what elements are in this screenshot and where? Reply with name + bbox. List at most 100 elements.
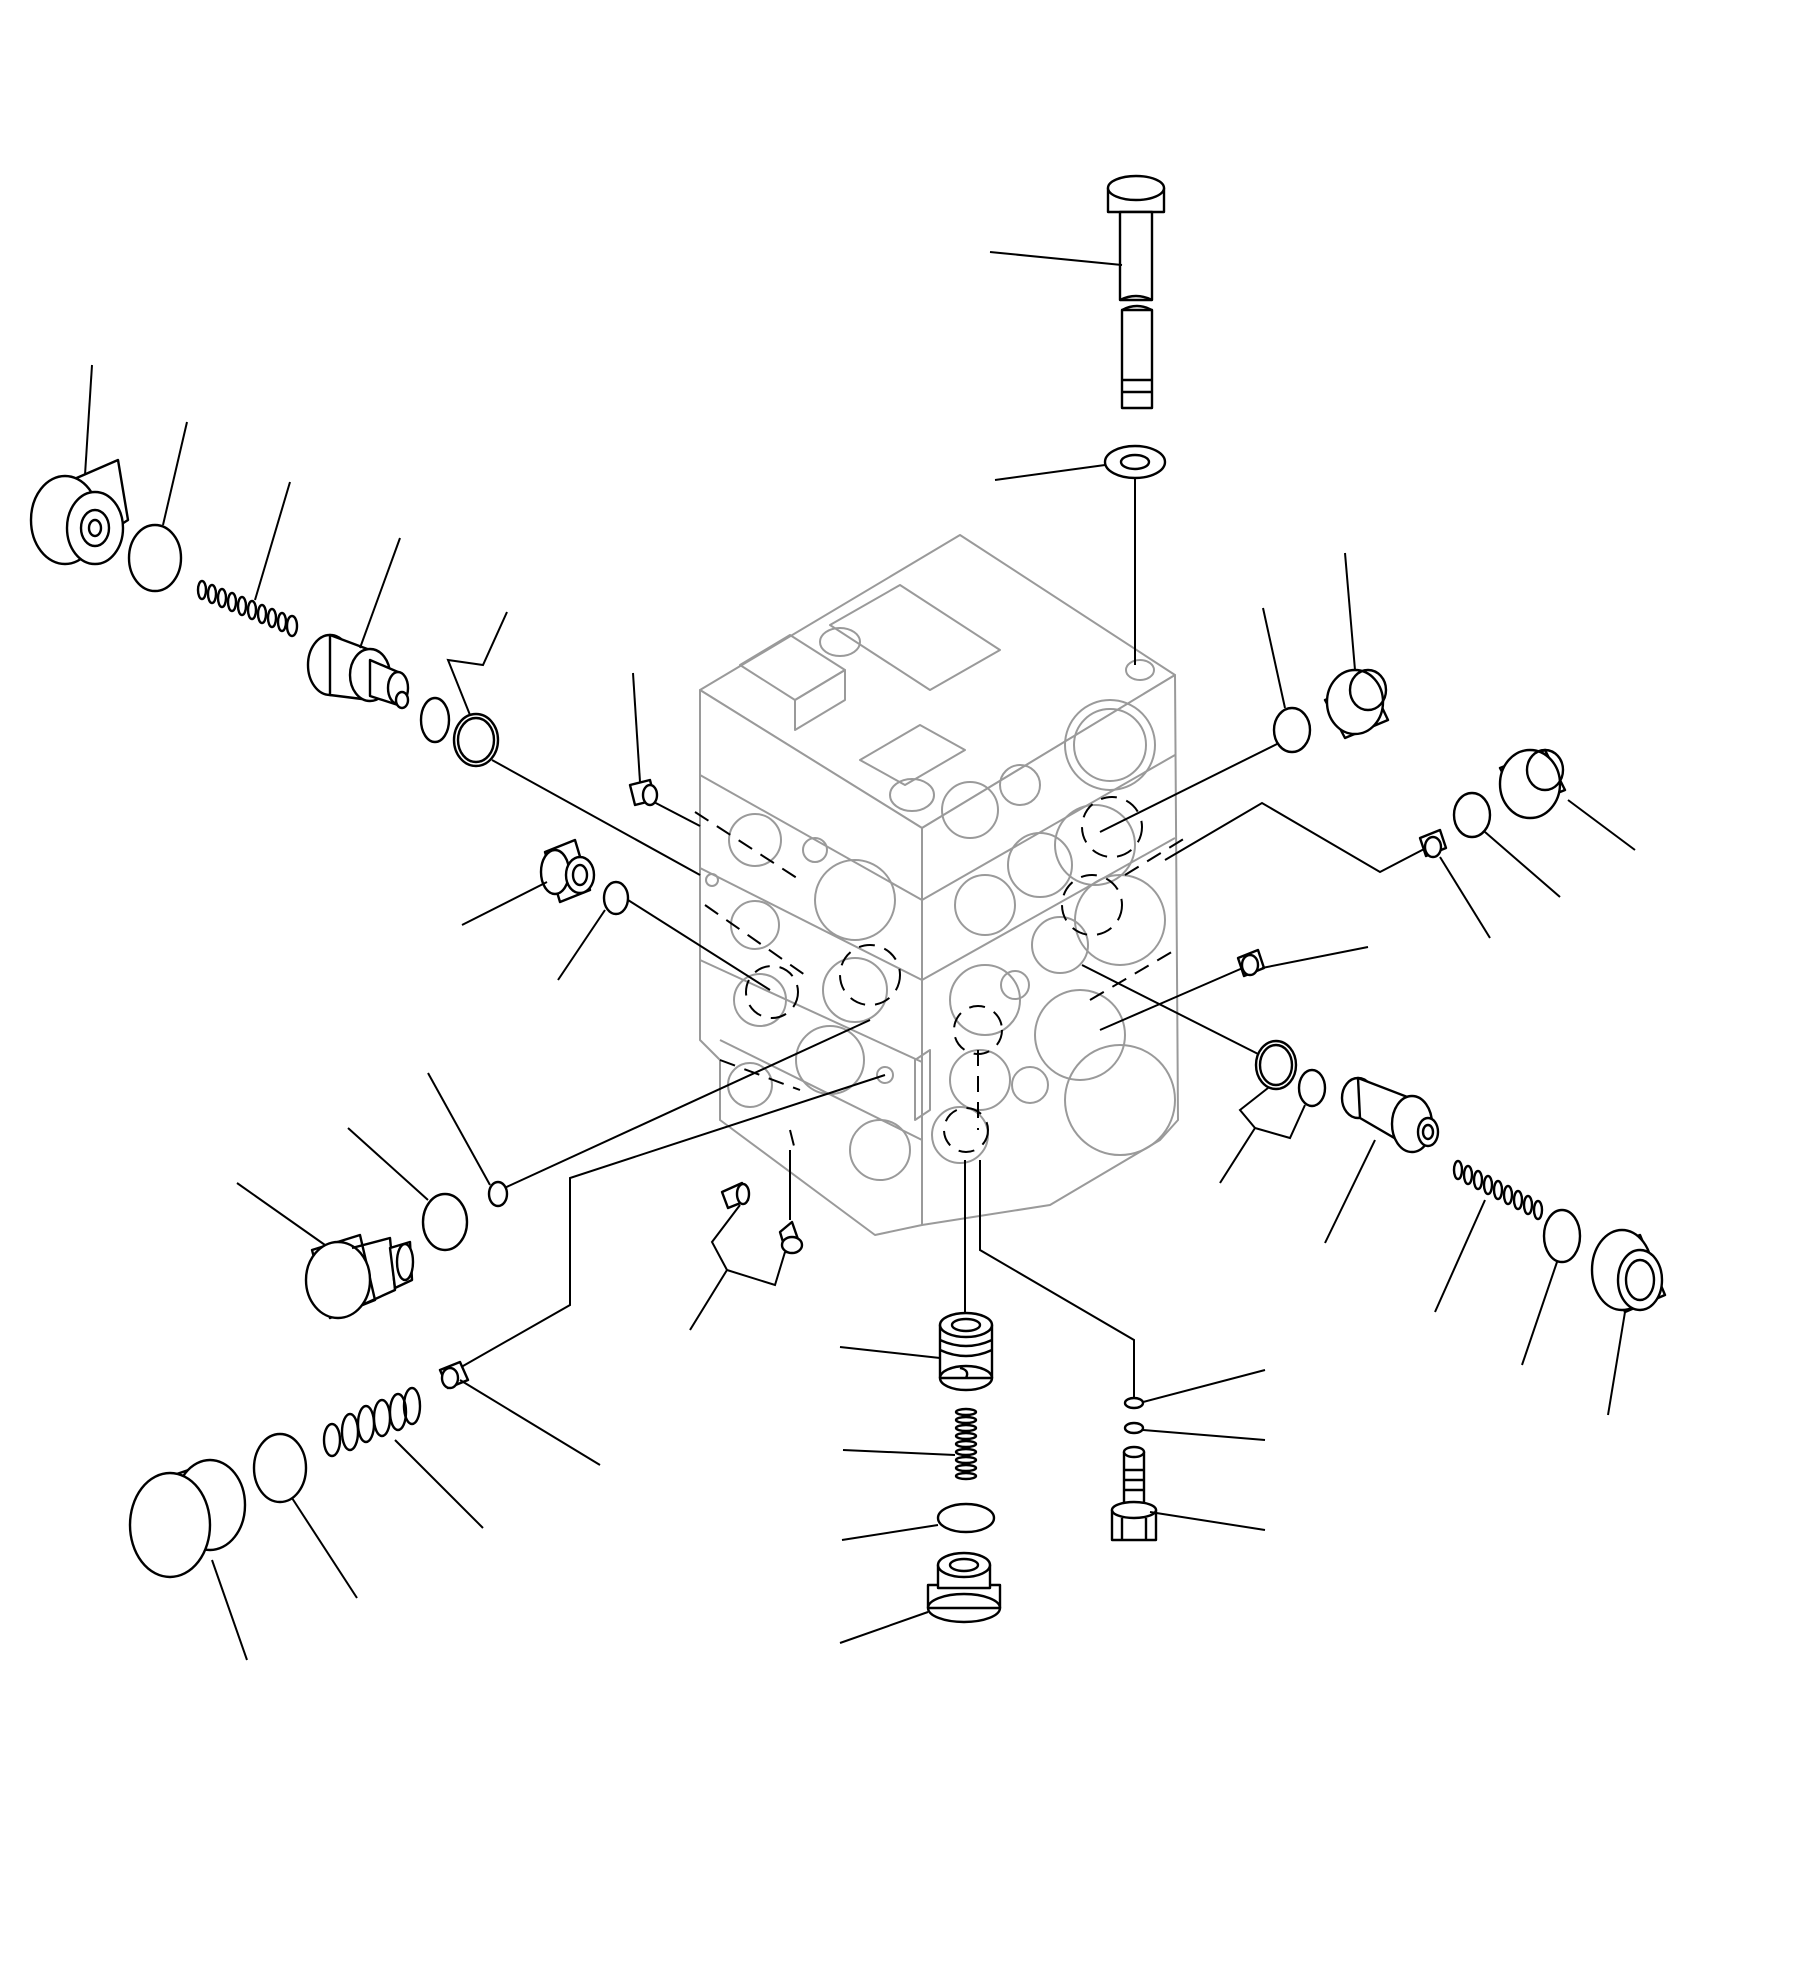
seam-4-left bbox=[719, 1039, 923, 1141]
bottom-right-oring-1 bbox=[1123, 1396, 1145, 1410]
hidden-line-2 bbox=[704, 904, 806, 976]
conn-right-plug bbox=[1099, 739, 1286, 833]
seam-3-left bbox=[699, 959, 923, 1063]
lf-port-6 bbox=[822, 957, 888, 1023]
leader-upper-left-oring bbox=[162, 421, 188, 526]
upper-left-spring bbox=[196, 579, 299, 638]
upper-left-plug bbox=[29, 458, 130, 566]
lf-port-4 bbox=[730, 900, 780, 950]
upper-left-oring bbox=[127, 523, 183, 593]
leader-bottom-right-oring-2 bbox=[1142, 1429, 1266, 1441]
rf-port-15 bbox=[1011, 1066, 1049, 1104]
top-port-a bbox=[819, 627, 861, 657]
leader-bottom-right-stem bbox=[1149, 1511, 1266, 1531]
leader-right-second-plug bbox=[1567, 799, 1636, 851]
lower-left-oring bbox=[421, 1192, 469, 1252]
rf-port-4 bbox=[1054, 804, 1136, 886]
top-raised-block bbox=[829, 584, 1001, 691]
leader-lower-left-spring bbox=[394, 1439, 484, 1529]
right-oring-small bbox=[1297, 1068, 1327, 1108]
valve-body-right-face bbox=[921, 674, 1179, 1226]
leader-right-upper-oring bbox=[1262, 607, 1286, 709]
leader-bottom-oring bbox=[841, 1524, 939, 1541]
leader-bottom-spring bbox=[842, 1449, 956, 1456]
rf-port-13 bbox=[949, 1049, 1011, 1111]
right-small-nipple-mid bbox=[1236, 948, 1266, 978]
rf-port-1 bbox=[1064, 699, 1156, 791]
leader-bottom-cap bbox=[839, 1611, 929, 1644]
connection-lines bbox=[455, 478, 1429, 1398]
bottom-spring bbox=[954, 1407, 978, 1481]
hidden-port-3 bbox=[745, 965, 799, 1019]
rf-port-12 bbox=[1064, 1044, 1176, 1156]
leader-middle-left-oring bbox=[557, 909, 606, 981]
hidden-line-7 bbox=[789, 1129, 796, 1151]
leader-right-spool bbox=[1324, 1139, 1376, 1244]
right-second-oring bbox=[1452, 791, 1492, 839]
upper-left-oring-small bbox=[419, 696, 451, 744]
leader-top-washer bbox=[994, 464, 1106, 481]
bottom-oring bbox=[936, 1502, 996, 1534]
lower-left-big-plug bbox=[128, 1458, 247, 1579]
center-bottom-cap bbox=[778, 1220, 804, 1255]
leader-lower-left-oring bbox=[347, 1127, 429, 1201]
leader-upper-left-spring bbox=[254, 481, 291, 601]
leader-center-bottom-pair bbox=[689, 1204, 786, 1331]
lf-bracket bbox=[914, 1049, 931, 1121]
top-washer bbox=[1103, 444, 1167, 480]
conn-left-oring bbox=[491, 759, 701, 876]
conn-bottom-stem bbox=[979, 1160, 1135, 1398]
seam-1-left bbox=[699, 774, 923, 901]
leader-middle-left-plug bbox=[461, 881, 548, 926]
top-port-c bbox=[1125, 659, 1155, 681]
top-bolt bbox=[1106, 174, 1166, 410]
small-plug-top-left bbox=[628, 778, 659, 807]
rf-port-3 bbox=[999, 764, 1041, 806]
valve-body bbox=[699, 534, 1179, 1236]
right-upper-plug bbox=[1323, 668, 1390, 740]
lf-port-3 bbox=[802, 837, 828, 863]
small-oring-lower-left bbox=[487, 1180, 509, 1208]
leader-small-plug-top-left bbox=[632, 672, 641, 783]
lower-left-spring bbox=[322, 1386, 422, 1458]
leader-lines bbox=[84, 251, 1636, 1661]
conn-small-oring bbox=[499, 1019, 871, 1191]
top-step-front bbox=[794, 669, 846, 731]
hidden-port-4 bbox=[839, 944, 901, 1006]
hidden-port-6 bbox=[943, 1107, 989, 1153]
leader-lower-left-hex-plug bbox=[236, 1182, 326, 1246]
right-lower-oring bbox=[1542, 1208, 1582, 1264]
leader-lower-left-large-oring bbox=[291, 1497, 358, 1599]
conn-right-nipple bbox=[1099, 966, 1246, 1031]
seam-1-right bbox=[921, 754, 1176, 901]
leader-right-lower-oring bbox=[1521, 1261, 1558, 1366]
rf-port-9 bbox=[949, 964, 1021, 1036]
leader-right-lower-plug bbox=[1607, 1311, 1626, 1416]
upper-left-spool bbox=[306, 633, 410, 710]
leader-right-small-nipple-mid bbox=[1261, 946, 1369, 969]
right-small-nipple-top bbox=[1418, 828, 1448, 859]
lf-port-9 bbox=[849, 1119, 911, 1181]
upper-left-oring-large-inner bbox=[456, 716, 496, 764]
seam-2-left bbox=[699, 867, 923, 981]
rf-port-5 bbox=[1007, 832, 1073, 898]
lf-port-10 bbox=[876, 1066, 894, 1084]
lower-left-large-oring bbox=[252, 1432, 308, 1504]
bottom-cap bbox=[926, 1551, 1002, 1624]
top-port-b bbox=[889, 778, 935, 812]
right-spring bbox=[1452, 1159, 1544, 1221]
leader-bottom-piston bbox=[839, 1346, 941, 1359]
lf-port-5 bbox=[733, 973, 787, 1027]
hidden-line-3 bbox=[1089, 949, 1176, 1001]
hidden-line-6 bbox=[719, 1059, 801, 1091]
conn-oring-left bbox=[627, 899, 771, 991]
leader-right-upper-plug bbox=[1344, 552, 1356, 671]
leader-small-nipple-lower-left bbox=[459, 1379, 601, 1466]
leader-lower-left-big-plug bbox=[211, 1559, 248, 1661]
lf-port-1 bbox=[728, 813, 782, 867]
hidden-line-4 bbox=[1124, 834, 1191, 876]
lf-port-11 bbox=[705, 873, 719, 887]
right-upper-oring bbox=[1272, 706, 1312, 754]
bottom-right-stem bbox=[1110, 1445, 1158, 1542]
top-pocket bbox=[859, 724, 966, 786]
